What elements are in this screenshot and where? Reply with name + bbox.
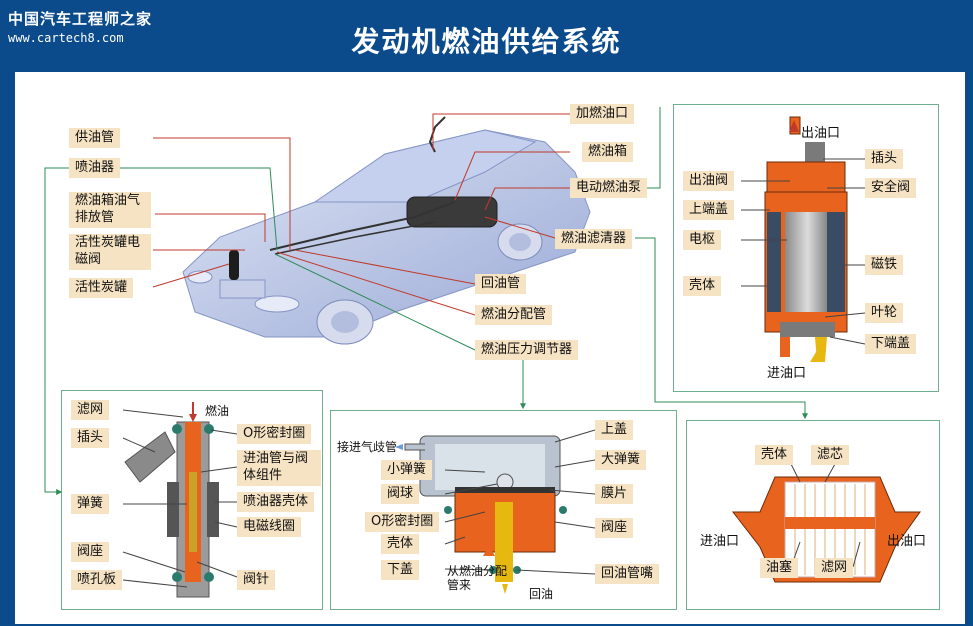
label-needle: 阀针 [237, 570, 276, 590]
pump-leaders [741, 158, 866, 345]
label-canister: 活性炭罐 [69, 278, 134, 298]
regulator-return-oil: 回油 [529, 587, 554, 601]
page-title: 发动机燃油供给系统 [351, 25, 622, 58]
injector-illustration [124, 402, 219, 598]
label-filter-screen: 滤网 [815, 558, 854, 578]
site-logo-text: 中国汽车工程师之家 [8, 10, 153, 28]
regulator-leaders [444, 429, 596, 575]
label-regulator: 燃油压力调节器 [475, 340, 579, 360]
label-tank: 燃油箱 [582, 142, 634, 162]
label-fuel-rail: 供油管 [69, 128, 121, 148]
label-return-nozzle: 回油管嘴 [595, 564, 660, 584]
label-injector-plug: 插头 [71, 428, 110, 448]
label-filter-housing: 壳体 [755, 445, 794, 465]
fuel-pump-illustration [764, 116, 848, 362]
label-injector-screen: 滤网 [71, 400, 110, 420]
label-filter-element: 滤芯 [811, 445, 850, 465]
label-regulator-seat: 阀座 [595, 518, 634, 538]
label-large-spring: 大弹簧 [595, 450, 647, 470]
label-regulator-oring: O形密封圈 [365, 512, 440, 532]
label-lower-cap: 下端盖 [865, 334, 917, 354]
label-upper-cover: 上盖 [595, 420, 634, 440]
filter-inlet: 进油口 [700, 534, 740, 549]
filter-outlet: 出油口 [887, 534, 927, 549]
label-injector-oring: O形密封圈 [237, 424, 312, 444]
car-illustration [182, 116, 591, 345]
label-injector-seat: 阀座 [71, 542, 110, 562]
label-small-spring: 小弹簧 [381, 460, 433, 480]
label-impeller: 叶轮 [865, 303, 904, 323]
label-nozzle-plate: 喷孔板 [71, 570, 123, 590]
label-valve-ball: 阀球 [381, 484, 420, 504]
car-leader-lines [152, 113, 570, 316]
label-fuel-filter: 燃油滤清器 [555, 229, 633, 249]
label-magnet: 磁铁 [865, 255, 904, 275]
label-injector-housing: 喷油器壳体 [237, 492, 315, 512]
pump-outlet-top: 出油口 [801, 126, 841, 141]
label-upper-cap: 上端盖 [683, 200, 735, 220]
pump-inlet: 进油口 [767, 366, 807, 381]
label-return-pipe: 回油管 [475, 274, 527, 294]
label-regulator-housing: 壳体 [381, 534, 420, 554]
regulator-intake: 接进气歧管 [337, 440, 398, 454]
label-outlet-valve: 出油阀 [683, 171, 735, 191]
label-filter-plug: 油塞 [760, 558, 799, 578]
label-inlet-assembly: 进油管与阀体组件 [237, 450, 321, 486]
label-pump-plug: 插头 [865, 149, 904, 169]
label-injector-spring: 弹簧 [71, 494, 110, 514]
label-coil: 电磁线圈 [237, 517, 302, 537]
label-lower-cover: 下盖 [381, 560, 420, 580]
site-logo-url[interactable]: www.cartech8.com [8, 31, 124, 45]
injector-leaders [122, 409, 238, 588]
label-canister-valve: 活性炭罐电磁阀 [69, 234, 151, 270]
label-pump-housing: 壳体 [683, 276, 722, 296]
regulator-from-rail: 从燃油分配管来 [447, 564, 508, 592]
diagram-canvas: 供油管 喷油器 燃油箱油气排放管 活性炭罐电磁阀 活性炭罐 加燃油口 燃油箱 电… [15, 72, 965, 624]
label-tank-vent: 燃油箱油气排放管 [69, 192, 151, 228]
label-distributor: 燃油分配管 [475, 305, 553, 325]
regulator-illustration [395, 435, 567, 594]
label-diaphragm: 膜片 [595, 484, 634, 504]
label-safety-valve: 安全阀 [865, 178, 917, 198]
injector-fuel-in: 燃油 [205, 404, 230, 418]
label-injector: 喷油器 [69, 158, 121, 178]
label-filler: 加燃油口 [570, 104, 635, 124]
header-bar: 中国汽车工程师之家 www.cartech8.com 发动机燃油供给系统 [0, 0, 973, 70]
label-armature: 电枢 [683, 230, 722, 250]
label-electric-pump: 电动燃油泵 [570, 178, 648, 198]
